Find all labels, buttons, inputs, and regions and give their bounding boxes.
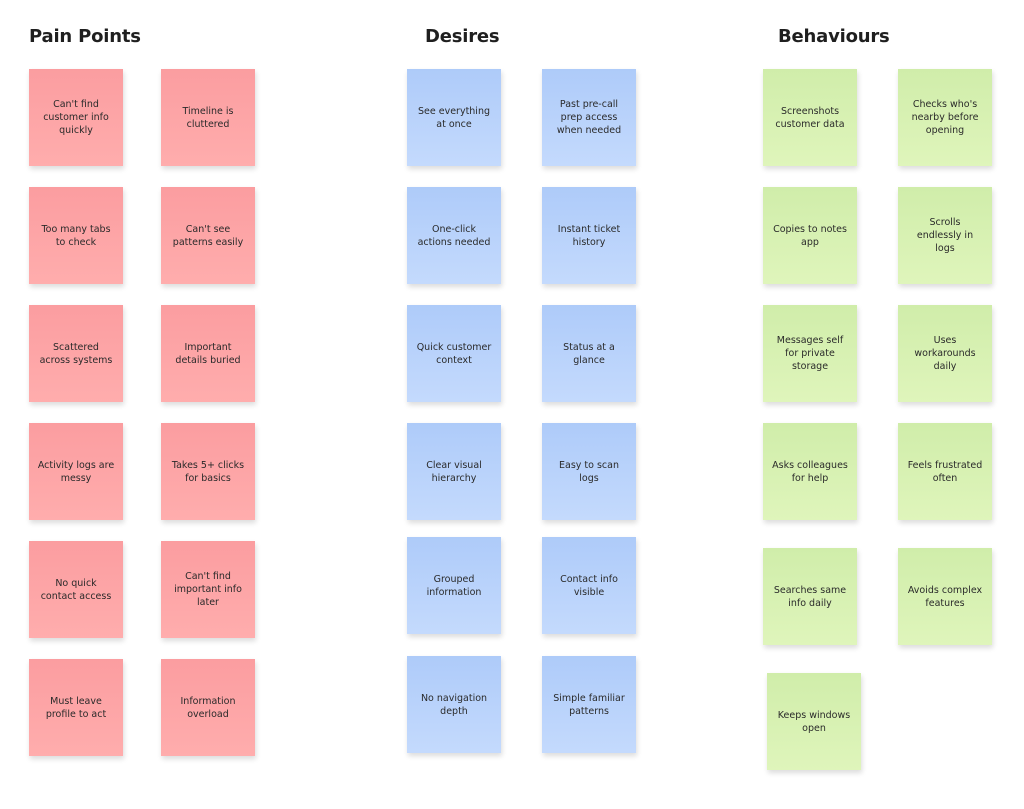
- sticky-note-text: Copies to notes app: [773, 223, 847, 248]
- sticky-note-text: Keeps windows open: [777, 709, 851, 734]
- sticky-note-behaviour[interactable]: Searches same info daily: [763, 548, 857, 645]
- sticky-note-behaviour[interactable]: Copies to notes app: [763, 187, 857, 284]
- sticky-note-pain-point[interactable]: Too many tabs to check: [29, 187, 123, 284]
- sticky-note-pain-point[interactable]: Activity logs are messy: [29, 423, 123, 520]
- sticky-note-pain-point[interactable]: Can't see patterns easily: [161, 187, 255, 284]
- sticky-note-text: Uses workarounds daily: [914, 335, 976, 372]
- sticky-note-text: Asks colleagues for help: [772, 459, 848, 484]
- sticky-note-text: Can't find important info later: [174, 571, 242, 608]
- sticky-note-text: Status at a glance: [563, 341, 615, 366]
- sticky-note-desire[interactable]: Contact info visible: [542, 537, 636, 634]
- sticky-note-desire[interactable]: No navigation depth: [407, 656, 501, 753]
- behaviours-heading: Behaviours: [778, 26, 890, 47]
- sticky-note-text: Scrolls endlessly in logs: [916, 217, 974, 254]
- sticky-note-desire[interactable]: See everything at once: [407, 69, 501, 166]
- sticky-note-desire[interactable]: Instant ticket history: [542, 187, 636, 284]
- sticky-note-pain-point[interactable]: Important details buried: [161, 305, 255, 402]
- sticky-note-pain-point[interactable]: No quick contact access: [29, 541, 123, 638]
- sticky-note-behaviour[interactable]: Messages self for private storage: [763, 305, 857, 402]
- sticky-note-text: No navigation depth: [420, 692, 488, 717]
- sticky-note-pain-point[interactable]: Scattered across systems: [29, 305, 123, 402]
- sticky-note-text: Screenshots customer data: [775, 105, 845, 130]
- sticky-note-text: Activity logs are messy: [37, 459, 115, 484]
- sticky-note-text: Easy to scan logs: [559, 459, 619, 484]
- sticky-note-pain-point[interactable]: Must leave profile to act: [29, 659, 123, 756]
- sticky-note-text: Can't see patterns easily: [172, 223, 244, 248]
- sticky-note-text: Takes 5+ clicks for basics: [171, 459, 245, 484]
- sticky-note-behaviour[interactable]: Keeps windows open: [767, 673, 861, 770]
- sticky-note-pain-point[interactable]: Can't find customer info quickly: [29, 69, 123, 166]
- sticky-note-text: Avoids complex features: [907, 584, 983, 609]
- sticky-note-text: See everything at once: [417, 105, 490, 130]
- sticky-note-text: Checks who's nearby before opening: [911, 99, 979, 136]
- sticky-note-behaviour[interactable]: Asks colleagues for help: [763, 423, 857, 520]
- sticky-note-desire[interactable]: Easy to scan logs: [542, 423, 636, 520]
- sticky-note-pain-point[interactable]: Information overload: [161, 659, 255, 756]
- sticky-note-text: Clear visual hierarchy: [426, 459, 482, 484]
- sticky-note-desire[interactable]: Clear visual hierarchy: [407, 423, 501, 520]
- sticky-note-text: Messages self for private storage: [776, 335, 844, 372]
- sticky-note-pain-point[interactable]: Takes 5+ clicks for basics: [161, 423, 255, 520]
- sticky-note-desire[interactable]: One-click actions needed: [407, 187, 501, 284]
- sticky-note-pain-point[interactable]: Can't find important info later: [161, 541, 255, 638]
- sticky-note-desire[interactable]: Past pre-call prep access when needed: [542, 69, 636, 166]
- sticky-note-desire[interactable]: Grouped information: [407, 537, 501, 634]
- sticky-note-behaviour[interactable]: Checks who's nearby before opening: [898, 69, 992, 166]
- sticky-note-text: Quick customer context: [416, 341, 492, 366]
- sticky-note-text: Grouped information: [426, 573, 482, 598]
- sticky-note-behaviour[interactable]: Avoids complex features: [898, 548, 992, 645]
- sticky-note-text: Information overload: [180, 695, 236, 720]
- sticky-note-behaviour[interactable]: Scrolls endlessly in logs: [898, 187, 992, 284]
- sticky-note-text: Feels frustrated often: [907, 459, 983, 484]
- sticky-note-text: Can't find customer info quickly: [43, 99, 109, 136]
- sticky-note-pain-point[interactable]: Timeline is cluttered: [161, 69, 255, 166]
- sticky-note-text: Timeline is cluttered: [182, 105, 234, 130]
- sticky-note-text: Past pre-call prep access when needed: [556, 99, 622, 136]
- sticky-note-behaviour[interactable]: Feels frustrated often: [898, 423, 992, 520]
- sticky-note-behaviour[interactable]: Uses workarounds daily: [898, 305, 992, 402]
- sticky-note-text: One-click actions needed: [417, 223, 491, 248]
- sticky-note-text: Instant ticket history: [557, 223, 621, 248]
- sticky-note-text: Must leave profile to act: [45, 695, 107, 720]
- sticky-note-desire[interactable]: Quick customer context: [407, 305, 501, 402]
- desires-heading: Desires: [425, 26, 500, 47]
- sticky-note-text: Contact info visible: [560, 573, 618, 598]
- sticky-note-text: Simple familiar patterns: [553, 692, 625, 717]
- sticky-note-desire[interactable]: Simple familiar patterns: [542, 656, 636, 753]
- sticky-note-desire[interactable]: Status at a glance: [542, 305, 636, 402]
- sticky-note-text: Scattered across systems: [39, 341, 113, 366]
- pain-points-heading: Pain Points: [29, 26, 141, 47]
- sticky-note-behaviour[interactable]: Screenshots customer data: [763, 69, 857, 166]
- sticky-note-text: Important details buried: [175, 341, 241, 366]
- sticky-note-text: Too many tabs to check: [41, 223, 111, 248]
- sticky-note-text: Searches same info daily: [773, 584, 847, 609]
- sticky-note-text: No quick contact access: [40, 577, 112, 602]
